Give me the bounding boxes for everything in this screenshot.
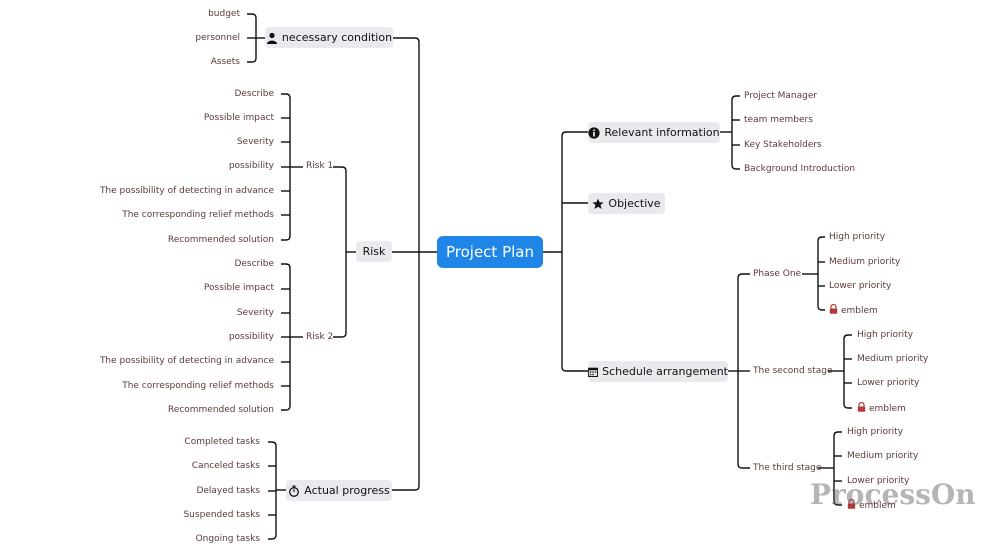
objective-node[interactable]: Objective bbox=[588, 193, 665, 214]
info-icon bbox=[588, 126, 600, 139]
list-item[interactable]: Background Introduction bbox=[744, 164, 856, 174]
list-item[interactable]: Recommended solution bbox=[167, 405, 274, 415]
list-item[interactable]: emblem bbox=[847, 499, 896, 512]
list-item[interactable]: Possible impact bbox=[203, 283, 274, 293]
connector-line bbox=[247, 57, 257, 63]
risk-label: Risk bbox=[362, 245, 386, 258]
lock-icon bbox=[847, 499, 856, 509]
list-item[interactable]: Completed tasks bbox=[184, 437, 260, 447]
connector-line bbox=[833, 431, 842, 437]
star-icon bbox=[592, 198, 605, 209]
list-item[interactable]: Canceled tasks bbox=[191, 461, 260, 471]
person-icon bbox=[266, 32, 277, 44]
connector-line bbox=[268, 441, 277, 447]
list-item[interactable]: emblem bbox=[829, 304, 878, 317]
list-item[interactable]: budget bbox=[208, 9, 240, 19]
list-item[interactable]: The corresponding relief methods bbox=[122, 381, 274, 391]
list-item[interactable]: The corresponding relief methods bbox=[122, 210, 274, 220]
root-node[interactable]: Project Plan bbox=[437, 236, 543, 268]
second-stage-node[interactable]: The second stage bbox=[753, 366, 833, 376]
list-item[interactable]: The possibility of detecting in advance bbox=[99, 356, 274, 366]
connector-line bbox=[833, 500, 842, 506]
list-item[interactable]: personnel bbox=[195, 33, 240, 43]
actual-progress-node[interactable]: Actual progress bbox=[286, 480, 392, 501]
list-item[interactable]: Key Stakeholders bbox=[744, 140, 822, 150]
connector-line bbox=[843, 403, 852, 409]
stopwatch-icon bbox=[289, 485, 300, 497]
connector-line bbox=[393, 37, 420, 43]
watermark: ProcessOn bbox=[810, 478, 976, 511]
third-stage-node[interactable]: The third stage bbox=[753, 463, 822, 473]
list-item[interactable]: Severity bbox=[236, 137, 274, 147]
connector-line bbox=[333, 166, 347, 172]
necessary-condition-label: necessary condition bbox=[281, 31, 393, 44]
relevant-information-node[interactable]: Relevant information bbox=[588, 122, 720, 143]
connector-line bbox=[392, 485, 420, 491]
connector-line bbox=[281, 405, 291, 411]
list-item[interactable]: Lower priority bbox=[857, 378, 920, 388]
connector-line bbox=[561, 131, 588, 137]
connector-line bbox=[731, 95, 740, 101]
list-item[interactable]: Medium priority bbox=[857, 354, 929, 364]
list-item[interactable]: Project Manager bbox=[744, 91, 818, 101]
list-item[interactable]: High priority bbox=[857, 330, 914, 340]
list-item[interactable]: Assets bbox=[210, 57, 240, 67]
schedule-arrangement-node[interactable]: Schedule arrangement bbox=[588, 361, 728, 382]
list-item[interactable]: possibility bbox=[228, 161, 274, 171]
connector-line bbox=[737, 273, 750, 279]
list-item[interactable]: Medium priority bbox=[829, 257, 901, 267]
connector-line bbox=[247, 13, 257, 19]
list-item[interactable]: High priority bbox=[829, 232, 886, 242]
lock-icon bbox=[857, 402, 866, 412]
list-item[interactable]: The possibility of detecting in advance bbox=[99, 186, 274, 196]
list-item[interactable]: possibility bbox=[228, 332, 274, 342]
actual-progress-label: Actual progress bbox=[304, 484, 390, 497]
objective-label: Objective bbox=[608, 197, 661, 210]
list-item[interactable]: Lower priority bbox=[847, 476, 910, 486]
connector-line bbox=[268, 534, 277, 540]
list-item[interactable]: Severity bbox=[236, 308, 274, 318]
risk-2-node[interactable]: Risk 2 bbox=[306, 332, 334, 342]
list-item[interactable]: team members bbox=[744, 115, 813, 125]
connector-line bbox=[333, 332, 347, 338]
list-item[interactable]: High priority bbox=[847, 427, 904, 437]
risk-node[interactable]: Risk bbox=[356, 241, 392, 262]
connector-line bbox=[843, 334, 852, 340]
list-item[interactable]: Describe bbox=[234, 259, 274, 269]
list-item[interactable]: Possible impact bbox=[203, 113, 274, 123]
connector-line bbox=[731, 164, 740, 170]
list-item[interactable]: Medium priority bbox=[847, 451, 919, 461]
list-item[interactable]: Describe bbox=[234, 89, 274, 99]
connector-line bbox=[817, 236, 825, 242]
list-item[interactable]: emblem bbox=[857, 402, 906, 415]
root-label: Project Plan bbox=[445, 243, 534, 261]
list-item[interactable]: Ongoing tasks bbox=[195, 534, 260, 544]
connector-line bbox=[737, 463, 750, 469]
relevant-information-label: Relevant information bbox=[604, 126, 720, 139]
connector-line bbox=[281, 235, 291, 241]
lock-icon bbox=[829, 304, 838, 314]
list-item[interactable]: Delayed tasks bbox=[196, 486, 260, 496]
list-item[interactable]: Suspended tasks bbox=[183, 510, 260, 520]
connector-line bbox=[281, 93, 291, 99]
calendar-icon bbox=[588, 367, 599, 377]
phase-one-node[interactable]: Phase One bbox=[753, 269, 802, 279]
schedule-arrangement-label: Schedule arrangement bbox=[602, 365, 728, 378]
connector-line bbox=[817, 305, 825, 311]
necessary-condition-node[interactable]: necessary condition bbox=[265, 27, 393, 48]
list-item[interactable]: Lower priority bbox=[829, 281, 892, 291]
connector-line bbox=[281, 263, 291, 269]
list-item[interactable]: Recommended solution bbox=[167, 235, 274, 245]
risk-1-node[interactable]: Risk 1 bbox=[306, 161, 334, 171]
connector-line bbox=[561, 366, 588, 372]
